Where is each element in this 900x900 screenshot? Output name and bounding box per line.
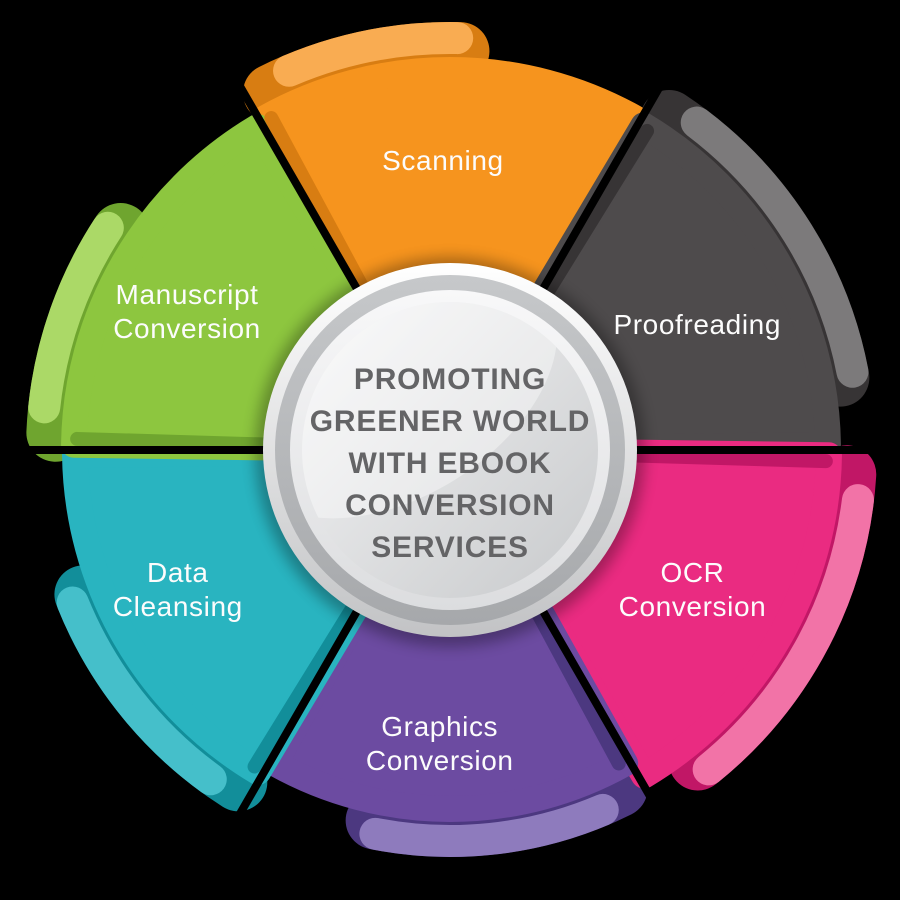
- segment-gap-line: [224, 586, 374, 837]
- segment-lip-ocr-conversion: [692, 484, 874, 786]
- segment-edge-shade-graphics-conversion: [530, 605, 626, 771]
- segment-gap-lines-layer: [6, 63, 894, 837]
- segment-gap-line: [526, 586, 676, 837]
- segment-edge-shade-data-cleansing: [247, 599, 361, 774]
- segment-edge-shades-layer: [70, 111, 833, 774]
- segment-edge-shade-proofreading: [539, 123, 655, 301]
- segment-edge-shade-ocr-conversion: [626, 448, 833, 469]
- segment-gap-line: [526, 63, 676, 314]
- segment-edge-shade-scanning: [264, 111, 370, 295]
- medallion-face: [302, 302, 598, 598]
- center-medallion: [255, 257, 645, 647]
- segment-gap-line: [224, 63, 374, 314]
- segment-wedges-layer: [61, 57, 842, 822]
- segment-lips-layer: [26, 22, 877, 857]
- segment-lip-graphics-conversion: [359, 793, 619, 857]
- segment-lip-proofreading: [680, 106, 869, 388]
- segment-lip-scanning: [273, 22, 474, 87]
- segment-lip-data-cleansing: [56, 586, 227, 796]
- segment-edge-shade-manuscript-conversion: [70, 431, 274, 452]
- segment-lip-manuscript-conversion: [28, 211, 124, 424]
